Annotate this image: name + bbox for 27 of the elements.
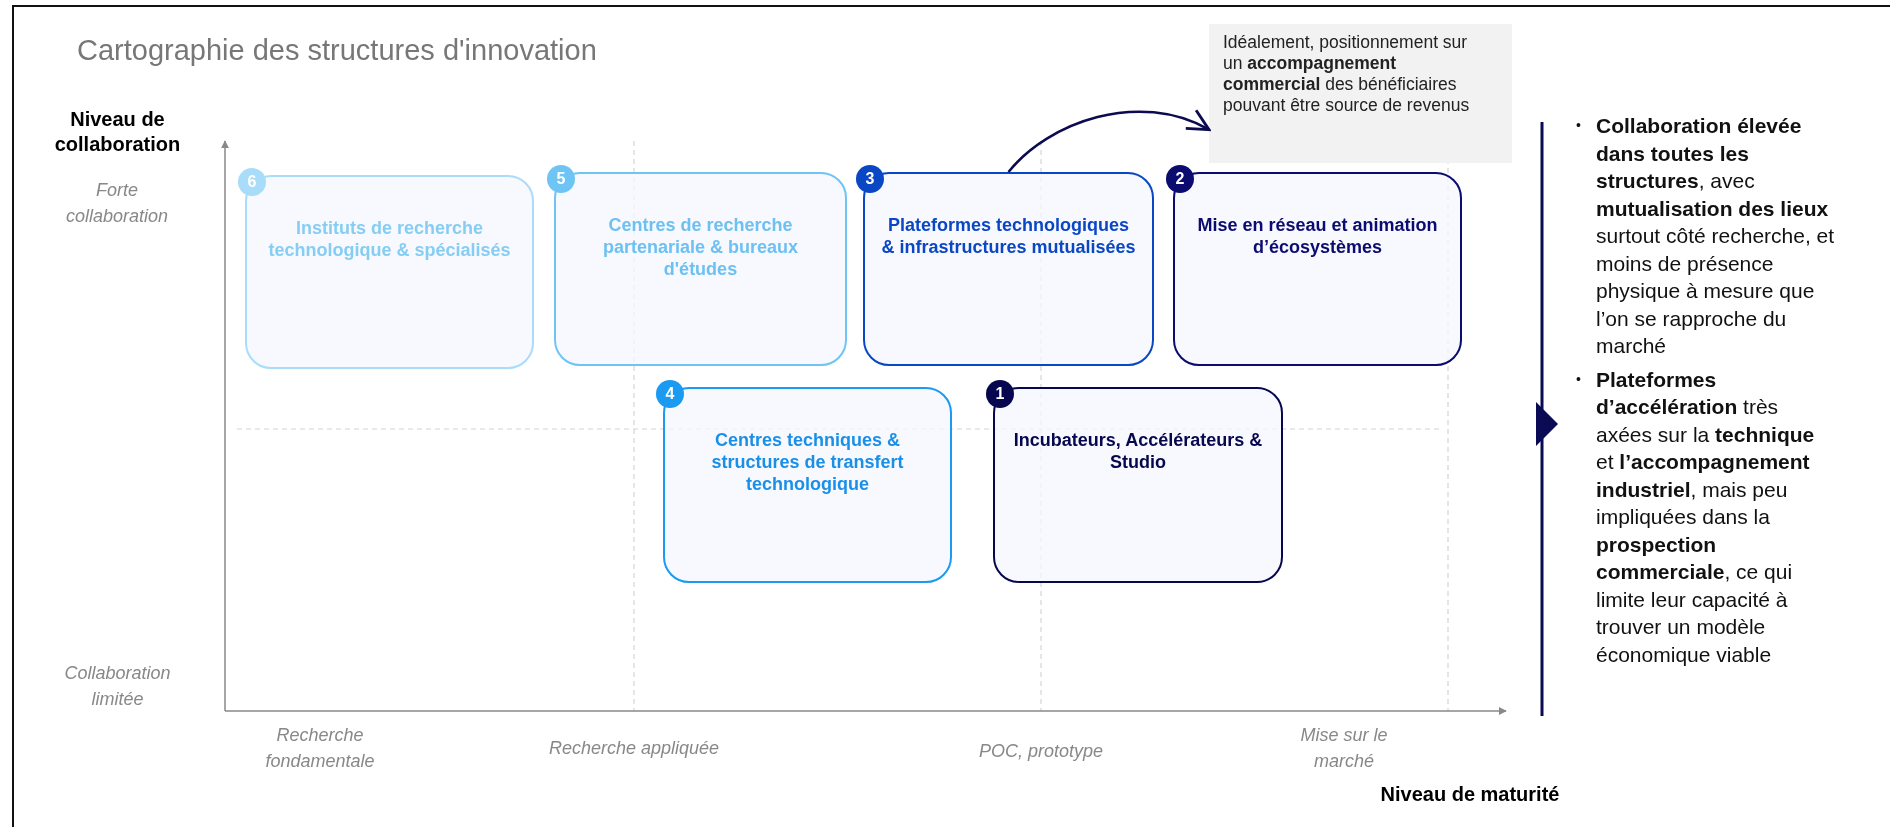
box-title: Mise en réseau et animation d’écosystèmes — [1196, 214, 1439, 258]
axis-label: Recherche fondamentale — [264, 724, 376, 773]
number-badge: 2 — [1166, 165, 1194, 193]
bullet-marker: • — [1576, 116, 1582, 135]
axis-title: Niveau de maturité — [1379, 782, 1561, 807]
curved-arrow — [1007, 109, 1211, 173]
bullet-marker: • — [1576, 369, 1582, 389]
number-badge: 4 — [656, 380, 684, 408]
axis-title: Niveau de collaboration — [53, 107, 182, 157]
box-title: Incubateurs, Accélérateurs & Studio — [1012, 429, 1264, 473]
bullet-text: Collaboration élevée dans toutes les structures, avec mutualisation des lieux surtout côté recherche, et moins de présence physique à mesure que l’on se rapproche du marché — [1596, 113, 1836, 359]
number-badge: 5 — [547, 165, 575, 193]
number-badge: 6 — [238, 168, 266, 196]
axis-label: Collaboration limitée — [63, 662, 172, 711]
box-title: Plateformes technologiques & infrastructures mutualisées — [880, 214, 1137, 258]
callout-note: Idéalement, positionnement sur un accompagnement commercial des bénéficiaires pouvant être source de revenus — [1209, 24, 1512, 163]
bullet-text: Plateformes d’accélération très axées sur la technique et l’accompagnement industriel, mais peu impliquées dans la prospection commerciale, ce qui limite leur capacité à trouver un modèle économique viable — [1596, 366, 1816, 668]
axis-label: Recherche appliquée — [547, 737, 721, 760]
axis-label: Forte collaboration — [64, 179, 170, 228]
axis-label: Mise sur le marché — [1299, 724, 1389, 773]
number-badge: 3 — [856, 165, 884, 193]
box-title: Centres techniques & structures de transfert technologique — [710, 429, 905, 495]
number-badge: 1 — [986, 380, 1014, 408]
box-title: Centres de recherche partenariale & bureaux d'études — [601, 214, 800, 280]
axis-label: POC, prototype — [977, 740, 1105, 763]
box-title: Instituts de recherche technologique & spécialisés — [267, 217, 512, 261]
chart-title: Cartographie des structures d'innovation — [77, 34, 597, 67]
